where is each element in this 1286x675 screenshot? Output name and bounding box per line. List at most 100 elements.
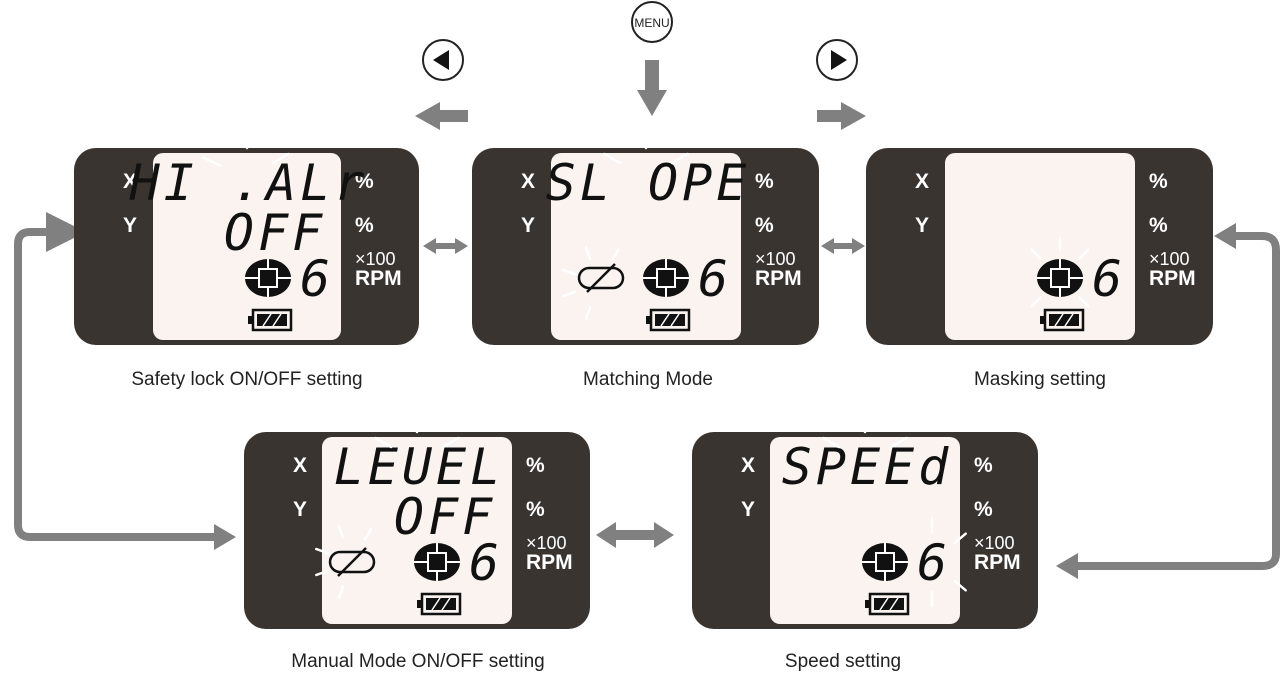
axis-y-label: Y bbox=[915, 214, 929, 237]
double-arrow-top-right bbox=[821, 238, 865, 254]
blink-ray bbox=[562, 268, 576, 276]
right-loop-arrow-head-top bbox=[1214, 223, 1236, 249]
battery-icon bbox=[417, 592, 462, 616]
blink-ray bbox=[584, 306, 592, 320]
sensitivity-digit: 6 bbox=[698, 250, 728, 308]
right-loop-arrow-head-bottom bbox=[1056, 553, 1078, 579]
axis-x-label: X bbox=[741, 454, 755, 477]
sensitivity-digit: 6 bbox=[917, 534, 947, 592]
blink-ray bbox=[202, 156, 222, 167]
left-arrow bbox=[415, 102, 468, 130]
double-arrow-top-left bbox=[423, 238, 468, 254]
unit-percent-mid: % bbox=[355, 214, 374, 237]
segment-line-1: SPEEd bbox=[782, 438, 953, 496]
rpm-multiplier: ×100 bbox=[755, 249, 796, 269]
caption-matching-mode: Matching Mode bbox=[583, 369, 713, 390]
sensitivity-digit: 6 bbox=[1092, 250, 1122, 308]
segment-line-1: HI .ALr bbox=[129, 154, 369, 212]
axis-x-label: X bbox=[915, 170, 929, 193]
axis-x-label: X bbox=[521, 170, 535, 193]
rpm-label: RPM bbox=[755, 267, 802, 290]
unit-percent-top: % bbox=[755, 170, 774, 193]
blink-ray bbox=[337, 585, 345, 599]
battery-icon bbox=[248, 308, 293, 332]
blink-ray bbox=[822, 436, 841, 449]
rpm-label: RPM bbox=[355, 267, 402, 290]
matching-icon bbox=[577, 263, 625, 293]
blink-ray bbox=[271, 152, 290, 165]
blink-ray bbox=[562, 290, 576, 298]
unit-percent-mid: % bbox=[974, 498, 993, 521]
right-button[interactable] bbox=[816, 39, 858, 81]
sensitivity-digit: 6 bbox=[300, 250, 330, 308]
unit-percent-top: % bbox=[974, 454, 993, 477]
lcd-screen bbox=[322, 437, 512, 624]
axis-x-label: X bbox=[123, 170, 137, 193]
unit-percent-mid: % bbox=[1149, 214, 1168, 237]
blink-ray bbox=[1078, 296, 1090, 308]
unit-percent-top: % bbox=[1149, 170, 1168, 193]
axis-x-label: X bbox=[293, 454, 307, 477]
blink-ray bbox=[441, 436, 460, 449]
sensitivity-digit: 6 bbox=[469, 534, 499, 592]
right-loop-arrow bbox=[1078, 232, 1280, 570]
menu-button[interactable]: MENU bbox=[631, 1, 673, 43]
right-arrow bbox=[817, 102, 866, 130]
axis-y-label: Y bbox=[123, 214, 137, 237]
caption-safety-lock: Safety lock ON/OFF setting bbox=[131, 369, 362, 390]
unit-percent-top: % bbox=[355, 170, 374, 193]
left-button[interactable] bbox=[422, 39, 464, 81]
rpm-label: RPM bbox=[1149, 267, 1196, 290]
left-loop-arrow-head bbox=[214, 524, 236, 550]
segment-line-1: SL OPE bbox=[546, 154, 751, 212]
blink-ray bbox=[889, 436, 908, 449]
blink-ray bbox=[1078, 248, 1090, 260]
matching-icon bbox=[328, 547, 376, 577]
triangle-left-icon bbox=[433, 50, 449, 70]
unit-percent-mid: % bbox=[755, 214, 774, 237]
lcd-screen bbox=[770, 437, 960, 624]
blink-ray bbox=[953, 580, 967, 592]
unit-percent-top: % bbox=[526, 454, 545, 477]
joystick-icon bbox=[245, 259, 291, 297]
left-loop-arrow bbox=[14, 212, 228, 541]
rpm-multiplier: ×100 bbox=[1149, 249, 1190, 269]
battery-icon bbox=[1040, 308, 1085, 332]
blink-ray bbox=[584, 246, 592, 260]
joystick-icon bbox=[414, 543, 460, 581]
caption-speed: Speed setting bbox=[785, 651, 901, 672]
joystick-icon bbox=[1037, 259, 1083, 297]
blink-ray bbox=[363, 527, 373, 541]
lcd-screen bbox=[945, 153, 1135, 340]
blink-ray bbox=[610, 248, 620, 262]
blink-ray bbox=[603, 152, 622, 165]
battery-icon bbox=[646, 308, 691, 332]
lcd-screen bbox=[153, 153, 341, 340]
joystick-icon bbox=[643, 259, 689, 297]
axis-y-label: Y bbox=[293, 498, 307, 521]
axis-y-label: Y bbox=[741, 498, 755, 521]
rpm-label: RPM bbox=[974, 551, 1021, 574]
blink-ray bbox=[1030, 296, 1042, 308]
battery-icon bbox=[865, 592, 910, 616]
lcd-screen bbox=[551, 153, 741, 340]
blink-ray bbox=[315, 569, 329, 577]
caption-manual-mode: Manual Mode ON/OFF setting bbox=[291, 651, 544, 672]
segment-line-2: OFF bbox=[224, 204, 326, 262]
down-arrow bbox=[637, 60, 667, 116]
blink-ray bbox=[337, 525, 345, 539]
rpm-multiplier: ×100 bbox=[355, 249, 396, 269]
double-arrow-bottom bbox=[596, 522, 674, 548]
rpm-label: RPM bbox=[526, 551, 573, 574]
blink-ray bbox=[670, 152, 689, 165]
segment-line-1: LEUEL bbox=[334, 438, 505, 496]
unit-percent-mid: % bbox=[526, 498, 545, 521]
segment-line-2: OFF bbox=[394, 488, 496, 546]
rpm-multiplier: ×100 bbox=[526, 533, 567, 553]
